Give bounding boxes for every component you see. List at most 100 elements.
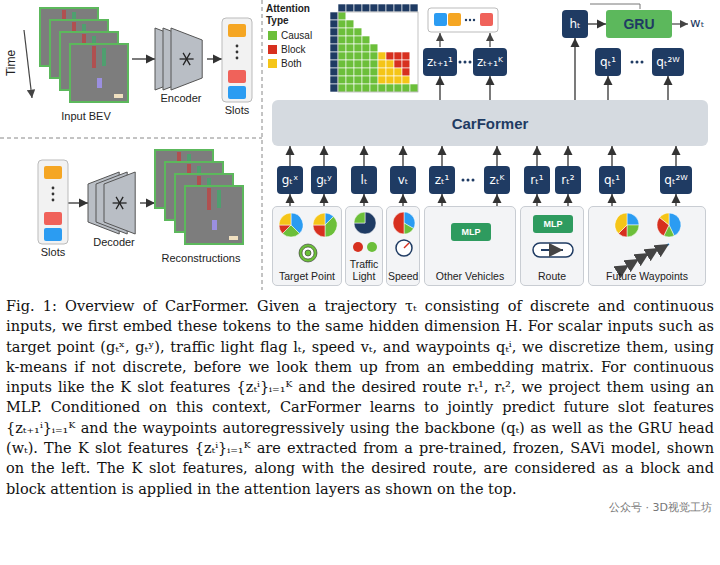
node-body: zₜ¹ [429,166,455,194]
connector-arrow [402,146,403,166]
matrix-cell [330,28,338,36]
matrix-cell [378,76,386,84]
waypoint-arrow [624,265,629,268]
connector-arrow [323,194,324,206]
connector-arrow [567,194,568,206]
node-body: qₜ²ᵂ [660,166,692,194]
connector-arrow [574,38,575,100]
matrix-cell [402,44,410,52]
node-body: Other VehiclesMLP [424,206,516,286]
ellipsis-dot [636,61,639,64]
matrix-cell [338,52,346,60]
matrix-cell [410,60,418,68]
waypoint-arrow [644,253,649,256]
matrix-cell [386,20,394,28]
input-panel: Other VehiclesMLP [424,206,516,286]
matrix-cell [402,68,410,76]
matrix-cell [410,12,418,20]
connector-arrow [132,58,155,59]
token-box: zₜ¹ [429,166,455,194]
matrix-cell [362,4,370,12]
matrix-cell [370,12,378,20]
matrix-cell [370,20,378,28]
matrix-cell [410,4,418,12]
ellipsis-dot [469,19,471,21]
node-body [40,8,132,108]
connector-arrow [496,194,497,206]
matrix-cell [402,28,410,36]
attention-matrix [330,4,418,92]
speedometer-icon [396,240,412,256]
matrix-cell [394,44,402,52]
connector-arrow [496,146,497,166]
node-label: vₜ [398,173,409,187]
matrix-cell [362,60,370,68]
matrix-cell [354,36,362,44]
pie-wedge [354,212,376,234]
matrix-cell [346,28,354,36]
ellipsis-dot [469,61,472,64]
ellipsis-dot [473,19,475,21]
ellipsis-dot [467,179,470,182]
node-body [155,28,207,90]
ellipsis-dot [52,199,55,202]
target-icon [299,244,317,262]
waypoint-arrow [664,244,669,247]
matrix-cell [386,4,394,12]
matrix-cell [330,4,338,12]
matrix-cell [330,76,338,84]
matrix-cell [338,28,346,36]
shape [155,28,207,90]
image-stack: Input BEV [40,8,132,122]
matrix-cell [330,68,338,76]
matrix-cell [354,52,362,60]
ellipsis-dot [52,193,55,196]
matrix-cell [370,4,378,12]
connector-arrow [536,146,537,166]
matrix-cell [410,84,418,92]
token-box: qₜ¹ [595,48,621,76]
matrix-cell [402,4,410,12]
pie-wedge [404,223,414,234]
matrix-cell [386,84,394,92]
matrix-cell [378,44,386,52]
connector-arrow [567,146,568,166]
slot-square [480,13,493,26]
matrix-cell [330,44,338,52]
node-label: lₜ [361,173,368,187]
waypoint-arrow [654,248,659,251]
matrix-cell [338,60,346,68]
frozen-symbol [183,53,190,65]
node-body: zₜᴷ [484,166,510,194]
node-body: Speed [386,206,420,286]
matrix-cell [386,36,394,44]
matrix-cell [346,44,354,52]
node-body [155,150,247,250]
matrix-cell [394,12,402,20]
node-label: gₜʸ [316,173,332,187]
ellipsis-dot [52,187,55,190]
matrix-cell [378,36,386,44]
matrix-cell [346,12,354,20]
matrix-cell [402,20,410,28]
node-label: Slots [225,104,249,116]
node-body: hₜ [562,10,588,38]
node-label: Route [522,270,582,282]
matrix-cell [370,60,378,68]
token-box: lₜ [351,166,377,194]
matrix-cell [410,76,418,84]
connector-arrow [441,146,442,166]
connector-arrow [536,194,537,206]
node-body: qₜ¹ [599,166,625,194]
leader-arrow [439,33,440,47]
legend-swatch [268,31,277,40]
connector-arrow [607,76,608,100]
slot-column: Slots [38,160,68,258]
node-body: rₜ¹ [524,166,550,194]
token-box: vₜ [390,166,416,194]
input-panel: Traffic Light [345,206,383,286]
pie-wedge [660,213,669,225]
pie-wedge [313,225,325,237]
slot-square [44,166,62,179]
output-arrow [672,23,688,24]
